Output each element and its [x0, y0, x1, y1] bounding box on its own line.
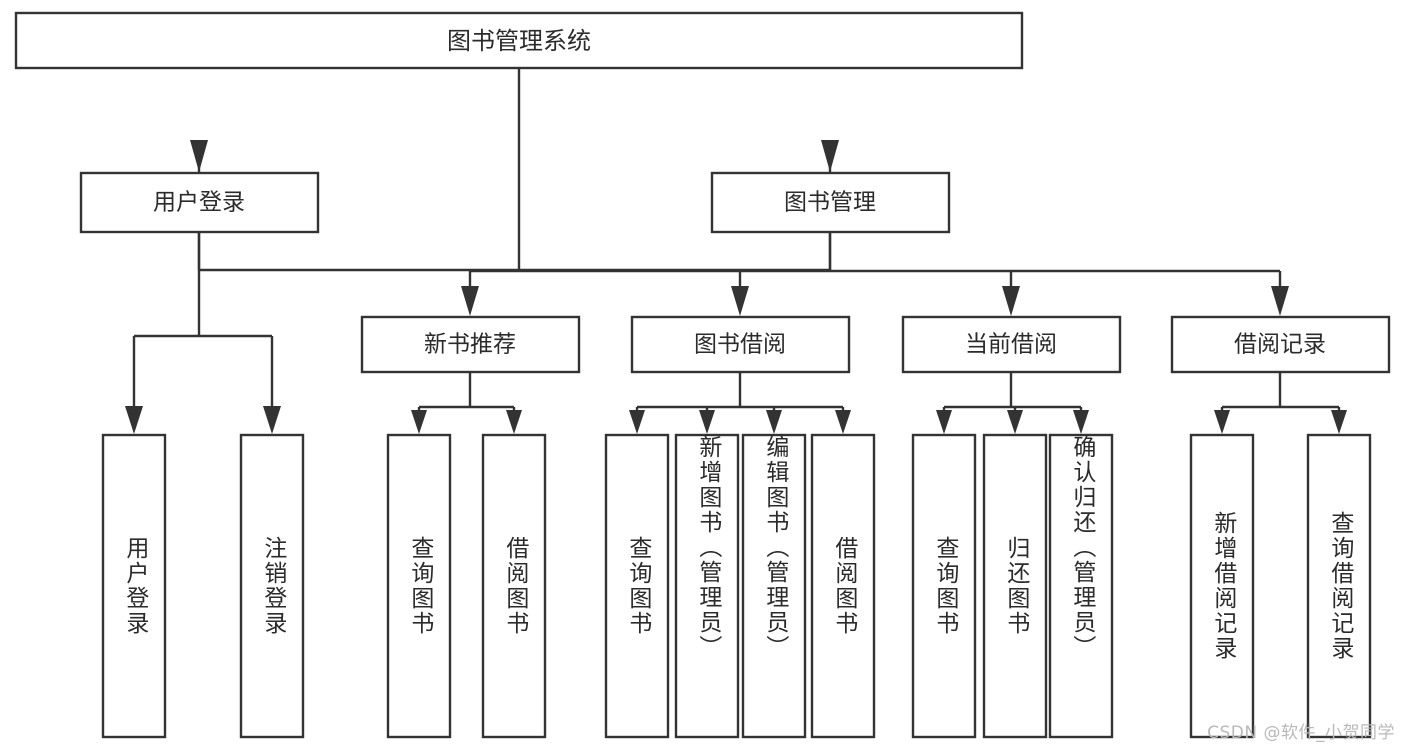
- arrowhead-to-leaf-return-book: [1007, 410, 1023, 434]
- connector-group-new-book-recommend: [417, 372, 516, 420]
- arrowhead-to-leaf-query-record: [1331, 410, 1347, 434]
- connector-group-book-borrow: [635, 372, 845, 420]
- connector-group-root: [197, 68, 832, 272]
- arrowhead-to-leaf-query-book-2: [629, 410, 645, 434]
- arrowhead-to-leaf-edit-book: [766, 410, 782, 434]
- node-new-book-recommend[interactable]: 新书推荐: [360, 315, 581, 374]
- root-label: 图书管理系统: [447, 27, 591, 55]
- arrowhead-to-leaf-add-book: [699, 410, 715, 434]
- root-box[interactable]: [14, 11, 1024, 70]
- current-borrow-label: 当前借阅: [965, 332, 1057, 358]
- connector-group-book-manage: [468, 232, 1282, 302]
- arrowhead-to-leaf-borrow-book-2: [835, 410, 851, 434]
- node-borrow-record[interactable]: 借阅记录: [1170, 315, 1391, 374]
- borrow-record-label: 借阅记录: [1234, 332, 1326, 358]
- node-user-login[interactable]: 用户登录: [79, 171, 320, 234]
- leaf-box-borrow-book-1[interactable]: [481, 433, 547, 739]
- arrowhead-to-leaf-query-book-1: [411, 410, 427, 434]
- user-login-label: 用户登录: [153, 190, 245, 216]
- leaf-box-borrow-book-2[interactable]: [810, 433, 876, 739]
- leaf-box-return-book[interactable]: [982, 433, 1048, 739]
- new-book-recommend-label: 新书推荐: [424, 332, 516, 358]
- book-borrow-box[interactable]: [630, 315, 851, 374]
- node-root[interactable]: 图书管理系统: [14, 11, 1024, 70]
- book-borrow-label: 图书借阅: [694, 332, 786, 358]
- book-manage-label: 图书管理: [784, 190, 876, 216]
- arrowhead-to-leaf-confirm-return: [1073, 410, 1089, 434]
- leaf-box-user-login[interactable]: [101, 433, 167, 739]
- connector-group-borrow-record: [1220, 372, 1341, 420]
- leaf-box-query-book-1[interactable]: [386, 433, 452, 739]
- csdn-watermark: CSDN @软件_小贺同学: [1207, 723, 1395, 743]
- arrowhead-group: [125, 140, 1347, 434]
- connector-group-user-login: [132, 232, 274, 420]
- arrowhead-to-leaf-user-login: [125, 406, 143, 434]
- book-manage-box[interactable]: [710, 171, 951, 234]
- leaf-box-query-book-2[interactable]: [604, 433, 670, 739]
- arrowhead-to-book-borrow: [731, 286, 749, 316]
- borrow-record-box[interactable]: [1170, 315, 1391, 374]
- arrowhead-to-user-login: [190, 140, 208, 172]
- leaf-box-logout[interactable]: [239, 433, 305, 739]
- current-borrow-box[interactable]: [901, 315, 1122, 374]
- leaf-box-query-book-3[interactable]: [911, 433, 977, 739]
- arrowhead-to-book-manage: [821, 140, 839, 172]
- arrowhead-to-borrow-record: [1271, 286, 1289, 316]
- node-current-borrow[interactable]: 当前借阅: [901, 315, 1122, 374]
- new-book-recommend-box[interactable]: [360, 315, 581, 374]
- leaf-box-query-record[interactable]: [1306, 433, 1372, 739]
- node-book-manage[interactable]: 图书管理: [710, 171, 951, 234]
- arrowhead-to-leaf-borrow-book-1: [506, 410, 522, 434]
- arrowhead-to-leaf-query-book-3: [936, 410, 952, 434]
- arrowhead-to-current-borrow: [1002, 286, 1020, 316]
- node-book-borrow[interactable]: 图书借阅: [630, 315, 851, 374]
- leaf-box-add-book[interactable]: [674, 433, 740, 739]
- arrowhead-to-leaf-logout: [263, 406, 281, 434]
- leaf-box-add-record[interactable]: [1189, 433, 1255, 739]
- leaf-box-confirm-return[interactable]: [1048, 433, 1114, 739]
- leaf-box-edit-book[interactable]: [741, 433, 807, 739]
- arrowhead-to-leaf-add-record: [1214, 410, 1230, 434]
- arrowhead-to-new-book-recommend: [461, 286, 479, 316]
